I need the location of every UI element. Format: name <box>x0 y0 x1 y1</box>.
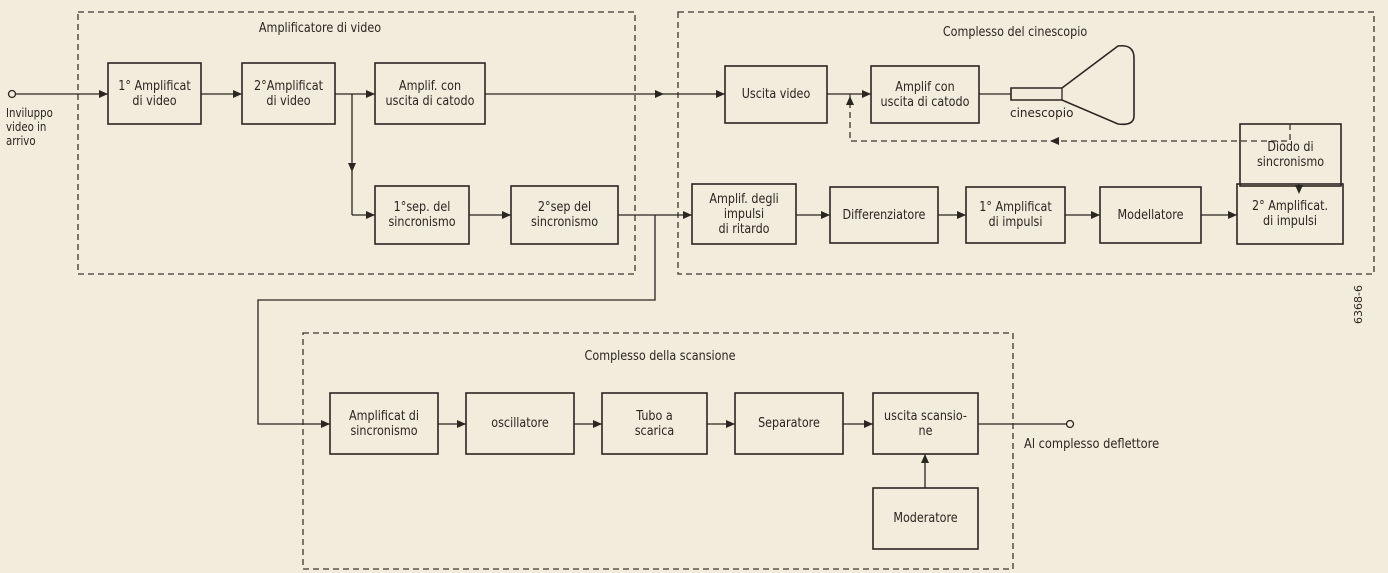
block-discharge-tube: Tubo a scarica <box>634 408 675 439</box>
block-separator: Separatore <box>758 416 820 431</box>
block-pulse-amp2: 2° Amplificat. di impulsi <box>1251 199 1329 229</box>
block-amp-cathode: Amplif. con uscita di catodo <box>385 78 475 109</box>
block-sep2: 2°sep del sincronismo <box>530 200 599 230</box>
block-shaper: Modellatore <box>1117 207 1184 223</box>
block-oscillator: oscillatore <box>491 416 549 431</box>
figure-code: 6368-6 <box>1352 285 1365 324</box>
group-title-kinescope: Complesso del cinescopio <box>942 24 1088 40</box>
group-title-scan: Complesso della scansione <box>584 348 736 364</box>
group-kinescope-frame <box>677 11 1375 275</box>
block-sync-diode: Diodo di sincronismo <box>1256 140 1325 170</box>
block-moderator: Moderatore <box>893 511 958 526</box>
block-sep1: 1°sep. del sincronismo <box>388 200 456 230</box>
block-sync-amp: Amplificat di sincronismo <box>348 408 420 439</box>
box-delay-amp <box>691 183 797 245</box>
block-delay-amp: Amplif. degli impulsi di ritardo <box>709 191 779 237</box>
input-label: Inviluppo video in arrivo <box>6 106 53 148</box>
cinescopio-tube-icon <box>1010 44 1135 126</box>
block-differentiator: Differenziatore <box>842 207 926 223</box>
output-label: Al complesso deflettore <box>1024 437 1160 452</box>
output-terminal <box>1065 419 1075 429</box>
input-terminal <box>7 89 17 99</box>
group-scan-frame <box>302 332 1014 570</box>
block-amp-cathode2: Amplif con uscita di catodo <box>880 79 970 110</box>
block-amp2: 2°Amplificat di video <box>254 78 323 109</box>
group-title-video: Amplificatore di video <box>258 20 382 36</box>
block-video-out: Uscita video <box>741 87 811 102</box>
box-pulse-amp2 <box>1236 183 1344 245</box>
block-scan-out: uscita scansio- ne <box>884 408 967 439</box>
cinescopio-label: cinescopio <box>1010 106 1074 120</box>
block-pulse-amp1: 1° Amplificat di impulsi <box>979 200 1052 230</box>
block-amp1: 1° Amplificat di video <box>118 78 191 109</box>
